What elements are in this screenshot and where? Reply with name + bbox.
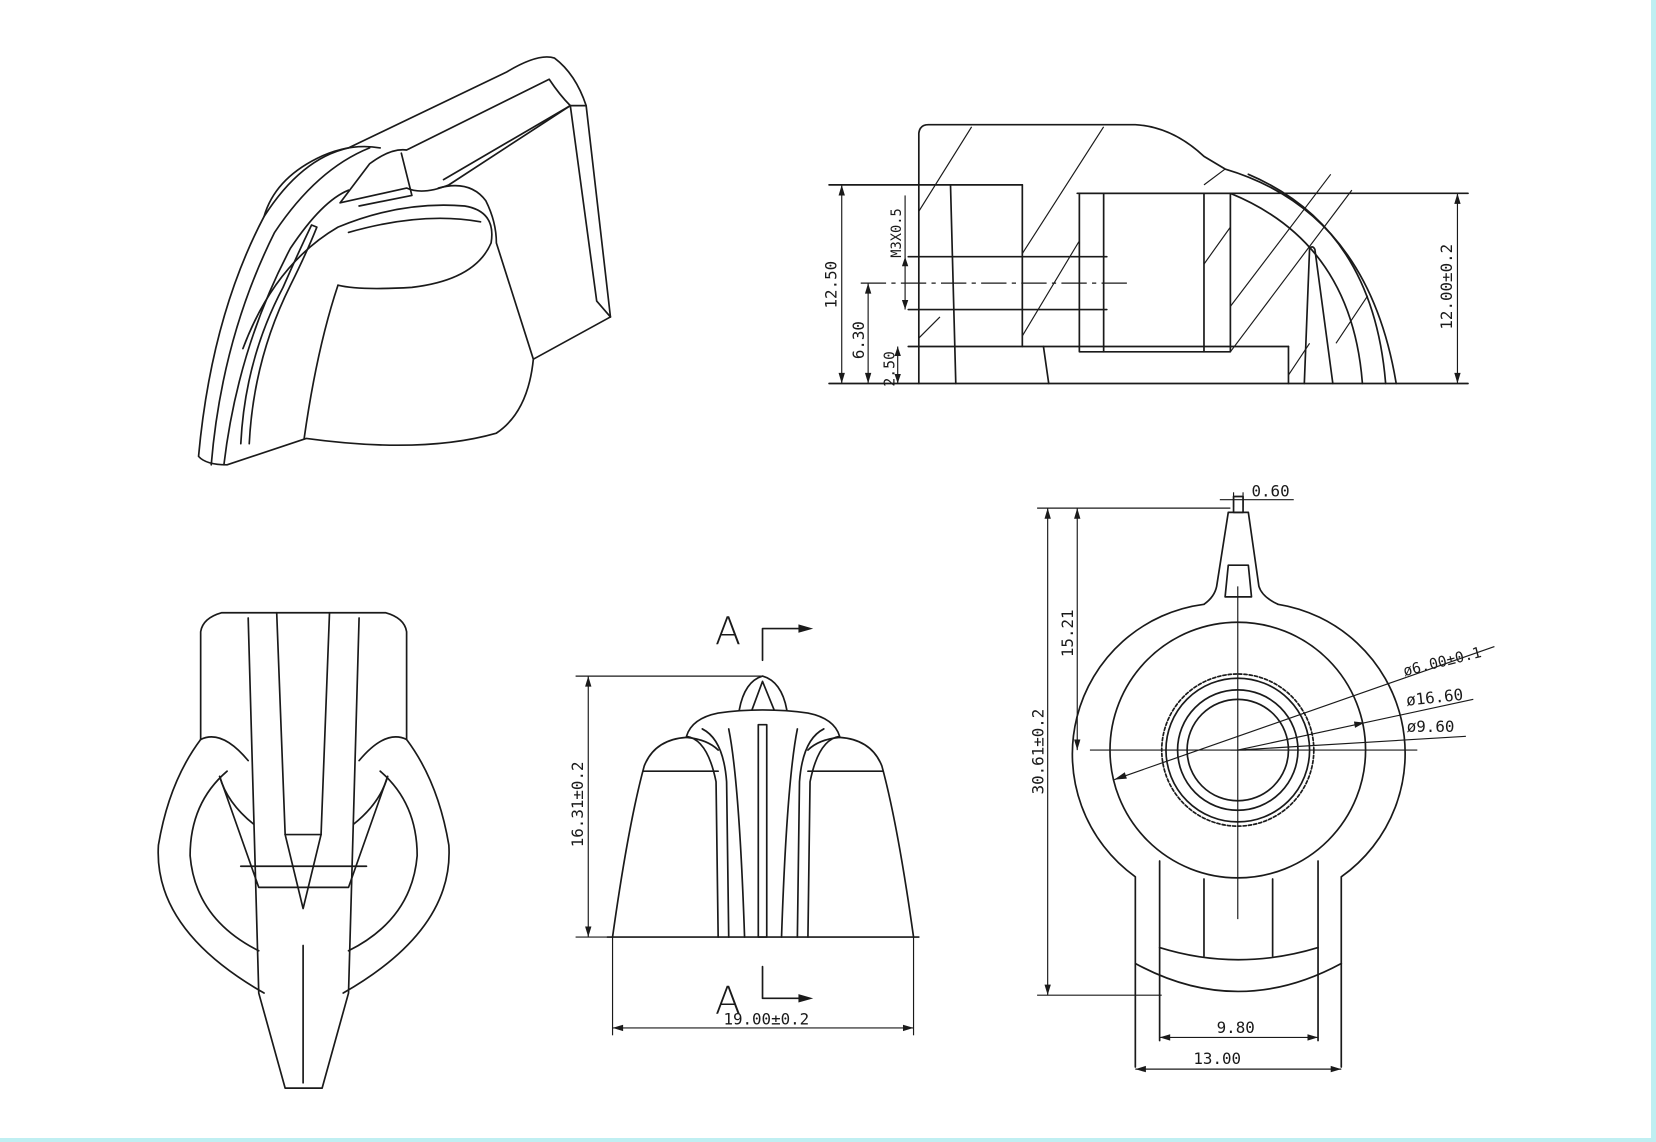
dim-knurl-dia: ø9.60 — [1407, 717, 1455, 736]
dim-height: 16.31±0.2 — [568, 761, 587, 847]
isometric-view — [197, 56, 612, 466]
dim-outer-dia: ø16.60 — [1405, 685, 1464, 710]
section-mark-top: A — [715, 609, 741, 653]
top-view: 0.60 15.21 30.61±0.2 ø6.00±0.1 ø16.60 ø9… — [1028, 482, 1495, 1073]
section-view: 12.50 6.30 2.50 M3X0.5 12.00±0.2 — [821, 123, 1469, 387]
dim-screw-height: 6.30 — [849, 321, 868, 359]
dim-outer-width: 13.00 — [1193, 1049, 1241, 1068]
dim-bore-depth: 12.00±0.2 — [1437, 244, 1456, 330]
dim-pointer-slot: 0.60 — [1252, 482, 1290, 501]
dim-center-to-tip: 15.21 — [1058, 609, 1077, 657]
dim-bore-dia: ø6.00±0.1 — [1401, 644, 1483, 680]
dim-base: 2.50 — [882, 351, 899, 387]
dim-inner-width: 9.80 — [1217, 1018, 1255, 1037]
bottom-border — [0, 1138, 1656, 1142]
side-view — [157, 611, 450, 1089]
dim-width: 19.00±0.2 — [723, 1010, 809, 1029]
section-mark-bottom: A — [715, 979, 741, 1023]
right-border — [1651, 0, 1656, 1142]
front-view: A A 16.31±0.2 19.00±0.2 — [568, 609, 920, 1036]
dim-total-height: 12.50 — [821, 261, 840, 309]
dim-overall-length: 30.61±0.2 — [1028, 709, 1047, 795]
thread-spec: M3X0.5 — [889, 208, 905, 258]
